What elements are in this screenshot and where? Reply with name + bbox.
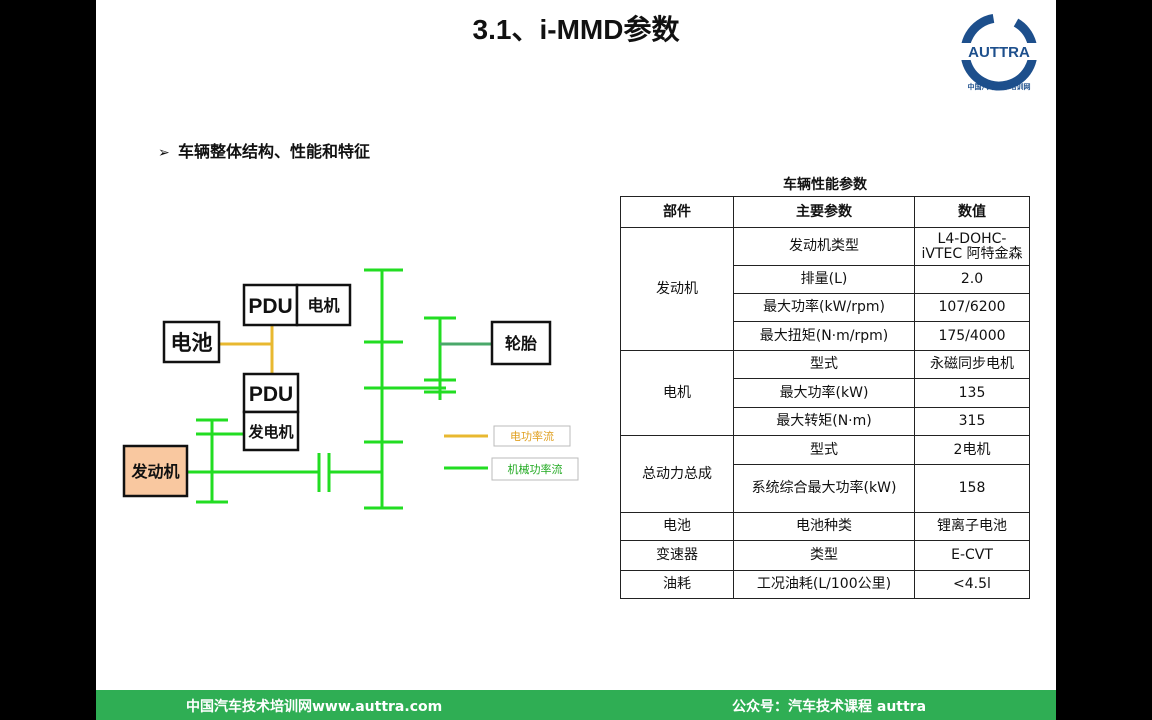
motor-block: 电机	[295, 283, 352, 327]
table-row: 油耗 工况油耗(L/100公里) <4.5l	[620, 570, 1030, 599]
bullet-item: ➢ 车辆整体结构、性能和特征	[158, 138, 370, 162]
pdu-bottom-block: PDU	[242, 372, 300, 414]
generator-block: 发电机	[242, 410, 300, 452]
mechanical-lines	[188, 268, 488, 510]
pdu-top-block: PDU	[242, 283, 299, 327]
battery-block: 电池	[162, 320, 221, 364]
table-row: 变速器 类型 E-CVT	[620, 540, 1030, 571]
footer-website: 中国汽车技术培训网www.auttra.com	[186, 699, 443, 715]
arrow-bullet-icon: ➢	[158, 145, 170, 161]
svg-text:发电机: 发电机	[247, 423, 293, 441]
param-cell: 系统综合最大功率(kW)	[733, 464, 915, 513]
engine-block: 发动机	[122, 444, 189, 498]
value-cell: 2电机	[914, 435, 1030, 465]
bullet-text: 车辆整体结构、性能和特征	[178, 142, 371, 161]
table-caption: 车辆性能参数	[783, 177, 867, 193]
header-component: 部件	[620, 196, 734, 228]
value-cell: 永磁同步电机	[914, 350, 1030, 379]
footer-bar: 中国汽车技术培训网www.auttra.com 公众号：汽车技术课程 auttr…	[96, 690, 1056, 720]
legend-electric: 电功率流	[493, 425, 571, 447]
value-cell: L4-DOHC-iVTEC 阿特金森	[914, 227, 1030, 266]
param-cell: 发动机类型	[733, 227, 915, 266]
param-cell: 排量(L)	[733, 265, 915, 294]
vehicle-params-table: 部件 主要参数 数值 发动机 发动机类型 L4-DOHC-iVTEC 阿特金森 …	[620, 196, 1030, 599]
value-cell: 107/6200	[914, 293, 1030, 322]
logo-subtitle: 中国汽车技术培训网	[967, 83, 1031, 91]
value-cell: 175/4000	[914, 321, 1030, 351]
param-cell: 最大扭矩(N·m/rpm)	[733, 321, 915, 351]
electric-lines	[220, 326, 488, 438]
value-cell: 锂离子电池	[914, 512, 1030, 541]
value-cell: 2.0	[914, 265, 1030, 294]
value-cell: 158	[914, 464, 1030, 513]
table-header-row: 部件 主要参数 数值	[620, 196, 1030, 228]
svg-text:电机: 电机	[307, 296, 339, 315]
param-cell: 最大转矩(N·m)	[733, 407, 915, 436]
param-cell: 工况油耗(L/100公里)	[733, 570, 915, 599]
table-row: 发动机 发动机类型 L4-DOHC-iVTEC 阿特金森	[620, 227, 1030, 351]
table-row: 最大功率(kW) 135	[621, 378, 1030, 408]
value-cell: 135	[914, 378, 1030, 408]
param-cell: 最大功率(kW/rpm)	[733, 293, 915, 322]
table-row: 电池 电池种类 锂离子电池	[620, 512, 1030, 541]
svg-text:AUTTRA: AUTTRA	[968, 44, 1030, 61]
svg-text:PDU: PDU	[248, 295, 292, 318]
header-param: 主要参数	[733, 196, 915, 228]
component-cell: 电机	[620, 350, 734, 436]
slide: 3.1、i-MMD参数 AUTTRA 中国汽车技术培训网 ➢ 车辆整体结构、性能和…	[96, 0, 1056, 720]
footer-wechat: 公众号：汽车技术课程 auttra	[732, 699, 927, 715]
svg-text:电池: 电池	[171, 331, 213, 355]
component-cell: 总动力总成	[620, 435, 734, 513]
powertrain-diagram: PDU 电机 电池 PDU 发电机 发动机 轮胎 电功率流	[122, 268, 579, 510]
param-cell: 类型	[733, 540, 915, 571]
table-row: 最大转矩(N·m) 315	[621, 407, 1030, 436]
value-cell: 315	[914, 407, 1030, 436]
legend-mechanical: 机械功率流	[491, 457, 579, 481]
param-cell: 最大功率(kW)	[733, 378, 915, 408]
param-cell: 型式	[733, 350, 915, 379]
component-cell: 发动机	[620, 227, 734, 351]
header-value: 数值	[914, 196, 1030, 228]
component-cell: 变速器	[620, 540, 734, 571]
svg-text:电功率流: 电功率流	[510, 429, 554, 443]
table-row: 总动力总成 型式 2电机	[620, 435, 1030, 513]
tire-block: 轮胎	[490, 320, 552, 366]
svg-text:PDU: PDU	[249, 383, 293, 406]
component-cell: 电池	[620, 512, 734, 541]
table-row: 系统综合最大功率(kW) 158	[621, 464, 1030, 513]
auttra-logo-icon: AUTTRA	[954, 13, 1044, 91]
param-cell: 型式	[733, 435, 915, 465]
param-cell: 电池种类	[733, 512, 915, 541]
slide-title: 3.1、i-MMD参数	[472, 14, 680, 45]
table-row: 电机 型式 永磁同步电机	[620, 350, 1030, 436]
value-cell: E-CVT	[914, 540, 1030, 571]
svg-text:发动机: 发动机	[130, 462, 179, 481]
svg-text:机械功率流: 机械功率流	[508, 462, 563, 476]
component-cell: 油耗	[620, 570, 734, 599]
svg-text:轮胎: 轮胎	[505, 334, 537, 353]
value-cell: <4.5l	[914, 570, 1030, 599]
